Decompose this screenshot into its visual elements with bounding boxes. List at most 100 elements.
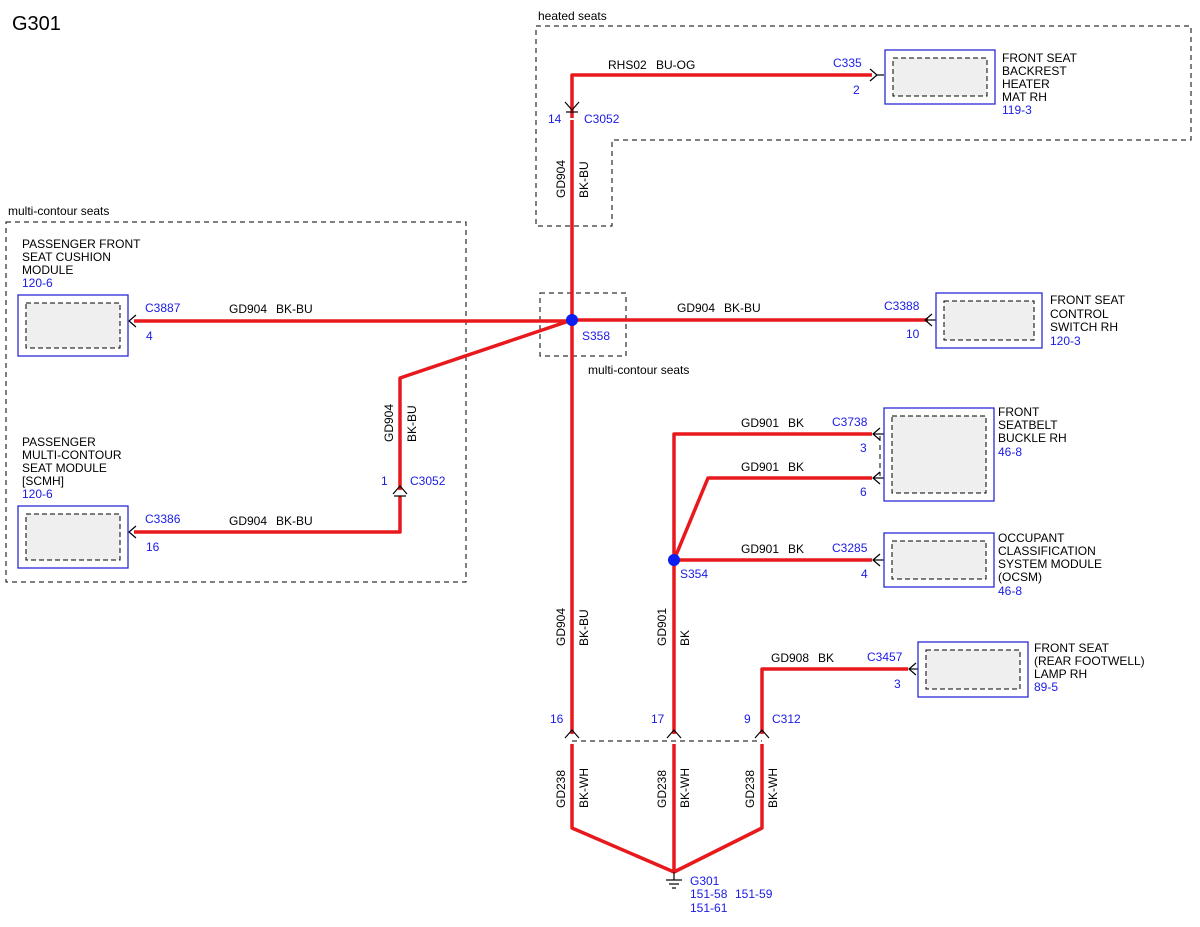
scmh-ref: 120-6 <box>22 487 53 501</box>
wire-rhs02 <box>570 73 872 118</box>
wire-gd904-right-circuit: GD904 <box>677 301 715 315</box>
wire-gd904-riser <box>398 318 573 490</box>
multi-contour-center-label: multi-contour seats <box>588 363 689 377</box>
footwell-lamp-name-2: (REAR FOOTWELL) <box>1034 654 1145 668</box>
component-backrest-heater <box>884 49 996 105</box>
footwell-lamp-name: FRONT SEAT (REAR FOOTWELL) LAMP RH 89-5 <box>1034 641 1145 694</box>
wire-gd238-c <box>673 744 764 874</box>
pin-c3285: 4 <box>861 567 868 581</box>
scmh-name-4: [SCMH] <box>22 474 64 488</box>
connector-c3052-top-icon <box>564 101 580 113</box>
wire-gd901-down-circuit: GD901 <box>655 608 669 646</box>
wire-gd901-a-color: BK <box>788 416 804 430</box>
wire-gd238-b-circuit: GD238 <box>655 770 669 808</box>
connector-c312-label: C312 <box>772 712 801 726</box>
ocsm-name: OCCUPANT CLASSIFICATION SYSTEM MODULE (O… <box>998 531 1102 598</box>
scmh-name: PASSENGER MULTI-CONTOUR SEAT MODULE [SCM… <box>22 435 122 501</box>
wire-gd238-c-color: BK-WH <box>766 768 780 808</box>
wire-gd901-b-color: BK <box>788 460 804 474</box>
ground-icon <box>666 872 682 889</box>
wire-gd908 <box>760 667 908 734</box>
wire-gd904-scmh-color: BK-BU <box>276 514 313 528</box>
seatbelt-buckle-name-3: BUCKLE RH <box>998 431 1067 445</box>
heated-seats-region <box>535 25 1192 227</box>
connector-c3887-label: C3887 <box>145 301 181 315</box>
connector-c335-label: C335 <box>833 56 862 70</box>
control-switch-name: FRONT SEAT CONTROL SWITCH RH 120-3 <box>1050 293 1126 348</box>
connector-c312-icon <box>564 729 770 742</box>
pin-arrow-c335 <box>869 68 884 82</box>
backrest-heater-name-4: MAT RH <box>1002 90 1047 104</box>
ground-ref-1: 151-58 <box>690 887 728 901</box>
backrest-heater-ref: 119-3 <box>1002 103 1032 117</box>
pin-c3457: 3 <box>894 677 901 691</box>
seatbelt-buckle-name-1: FRONT <box>998 405 1040 419</box>
control-switch-name-2: CONTROL <box>1050 307 1109 321</box>
pin-c3738-b: 6 <box>860 485 867 499</box>
diagram-title: G301 <box>12 13 61 35</box>
connector-c3388-label: C3388 <box>884 299 920 313</box>
pin-c3052-left: 1 <box>381 474 388 488</box>
wire-gd904-right-color: BK-BU <box>724 301 761 315</box>
control-switch-ref: 120-3 <box>1050 334 1081 348</box>
splice-s358-label: S358 <box>582 329 610 343</box>
wire-gd238-c-circuit: GD238 <box>743 770 757 808</box>
pin-c335: 2 <box>853 83 860 97</box>
component-footwell-lamp <box>917 641 1029 698</box>
wire-gd238-b-color: BK-WH <box>678 768 692 808</box>
footwell-lamp-name-1: FRONT SEAT <box>1034 641 1110 655</box>
multi-contour-left-region <box>5 221 467 583</box>
pin-c3738-a: 3 <box>860 441 867 455</box>
scmh-name-2: MULTI-CONTOUR <box>22 448 122 462</box>
connector-c3052-top-label: C3052 <box>584 112 620 126</box>
cushion-module-name-1: PASSENGER FRONT <box>22 237 141 251</box>
ocsm-name-4: (OCSM) <box>998 570 1042 584</box>
splice-s354-label: S354 <box>680 567 708 581</box>
ground-ref-2: 151-59 <box>735 887 773 901</box>
ocsm-ref: 46-8 <box>998 584 1022 598</box>
component-cushion-module <box>17 294 129 357</box>
backrest-heater-name: FRONT SEAT BACKREST HEATER MAT RH 119-3 <box>1002 51 1078 117</box>
wire-gd901-c-circuit: GD901 <box>741 542 779 556</box>
connector-c3457-label: C3457 <box>867 650 903 664</box>
cushion-module-name-3: MODULE <box>22 263 73 277</box>
wire-gd904-scmh <box>134 496 402 534</box>
splice-s358 <box>566 314 578 326</box>
footwell-lamp-name-3: LAMP RH <box>1034 667 1087 681</box>
multi-contour-splice-region <box>539 292 627 357</box>
wire-gd904-riser-color: BK-BU <box>405 405 419 442</box>
pin-c312-a: 16 <box>550 712 564 726</box>
wire-gd901-c-color: BK <box>788 542 804 556</box>
wire-gd904-riser-circuit: GD904 <box>382 404 396 442</box>
connector-c3285-label: C3285 <box>832 541 868 555</box>
component-ocsm <box>883 532 995 588</box>
component-seatbelt-buckle <box>883 407 995 502</box>
wire-gd901-buckle-3 <box>672 432 872 734</box>
wire-gd904-top-color: BK-BU <box>577 161 591 198</box>
control-switch-name-3: SWITCH RH <box>1050 320 1118 334</box>
wire-gd238-a-color: BK-WH <box>577 768 591 808</box>
wire-gd901-a-circuit: GD901 <box>741 416 779 430</box>
wire-gd908-color: BK <box>818 651 834 665</box>
component-control-switch <box>935 292 1043 349</box>
backrest-heater-name-1: FRONT SEAT <box>1002 51 1078 65</box>
cushion-module-name: PASSENGER FRONT SEAT CUSHION MODULE 120-… <box>22 237 141 290</box>
cushion-module-ref: 120-6 <box>22 276 53 290</box>
wire-rhs02-color: BU-OG <box>656 58 695 72</box>
pin-c3386: 16 <box>146 540 160 554</box>
multi-contour-left-label: multi-contour seats <box>8 204 109 218</box>
pin-c3887: 4 <box>146 329 153 343</box>
pin-c312-b: 17 <box>651 712 665 726</box>
splice-s354 <box>668 554 680 566</box>
wire-gd904-left-circuit: GD904 <box>229 302 267 316</box>
wire-gd904-left-color: BK-BU <box>276 302 313 316</box>
wire-gd904-top-circuit: GD904 <box>554 160 568 198</box>
pin-c3052-top: 14 <box>548 112 562 126</box>
cushion-module-name-2: SEAT CUSHION <box>22 250 111 264</box>
wire-gd904-down-circuit: GD904 <box>554 608 568 646</box>
footwell-lamp-ref: 89-5 <box>1034 680 1058 694</box>
backrest-heater-name-3: HEATER <box>1002 77 1050 91</box>
connector-c3386-label: C3386 <box>145 512 181 526</box>
wire-gd904-scmh-circuit: GD904 <box>229 514 267 528</box>
